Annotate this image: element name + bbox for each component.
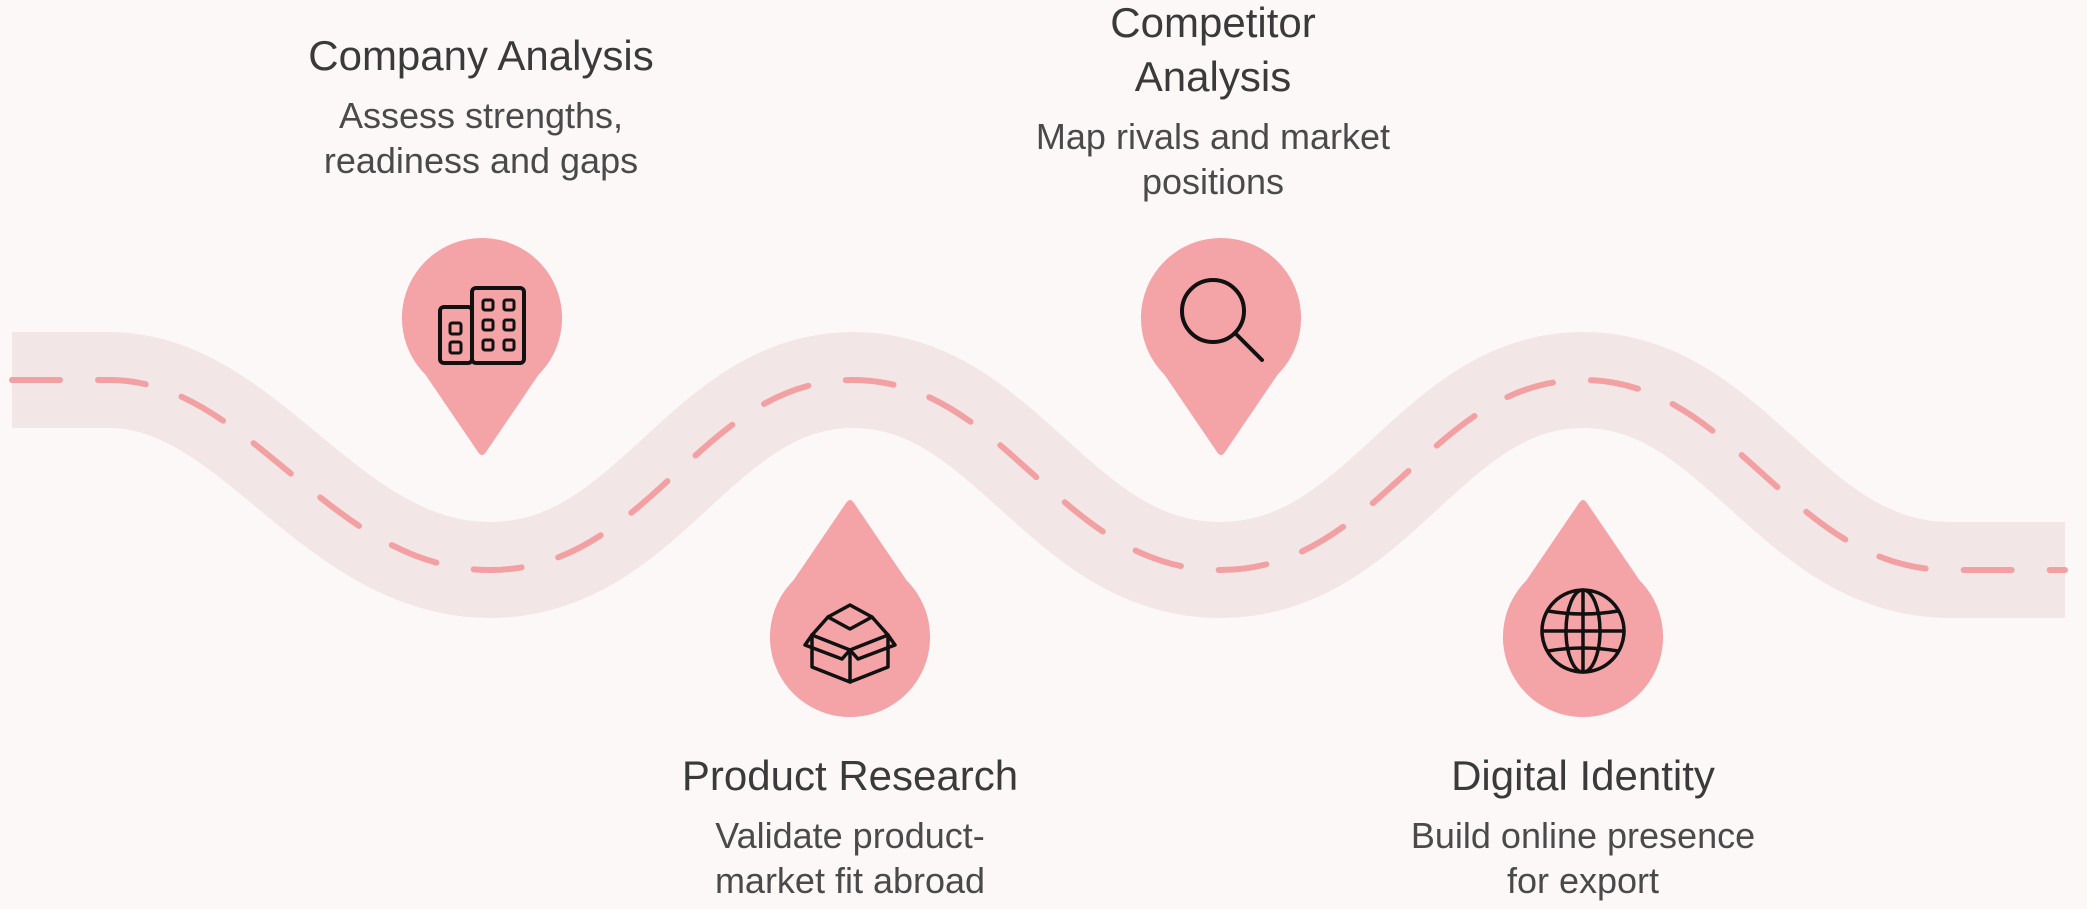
step-digital-identity: Digital Identity Build online presence f… [1373,749,1793,903]
step-description: Assess strengths, readiness and gaps [323,95,639,181]
step-title: Digital Identity [1451,752,1715,799]
pin-shape [769,500,931,718]
box-icon [803,603,897,684]
road-center-dashes [9,376,2068,574]
step-title: Product Research [681,752,1019,799]
step-product-research: Product Research Validate product-market… [640,749,1060,903]
building-icon [438,286,526,365]
road [12,331,2065,619]
step-description: Validate product-market fit abroad [714,815,986,901]
globe-icon [1540,588,1626,674]
step-title: Competitor Analysis [1110,0,1316,100]
marker-product-research [769,500,931,718]
magnifier-icon [1180,278,1264,362]
marker-digital-identity [1502,500,1664,718]
marker-competitor-analysis [1140,237,1302,455]
marker-company-analysis [401,237,563,455]
step-competitor-analysis: Competitor Analysis Map rivals and marke… [1003,0,1423,204]
step-company-analysis: Company Analysis Assess strengths, readi… [271,29,691,183]
step-title: Company Analysis [308,32,654,79]
step-description: Map rivals and market positions [1035,116,1391,202]
pin-shape [1140,237,1302,455]
step-description: Build online presence for export [1410,815,1756,901]
